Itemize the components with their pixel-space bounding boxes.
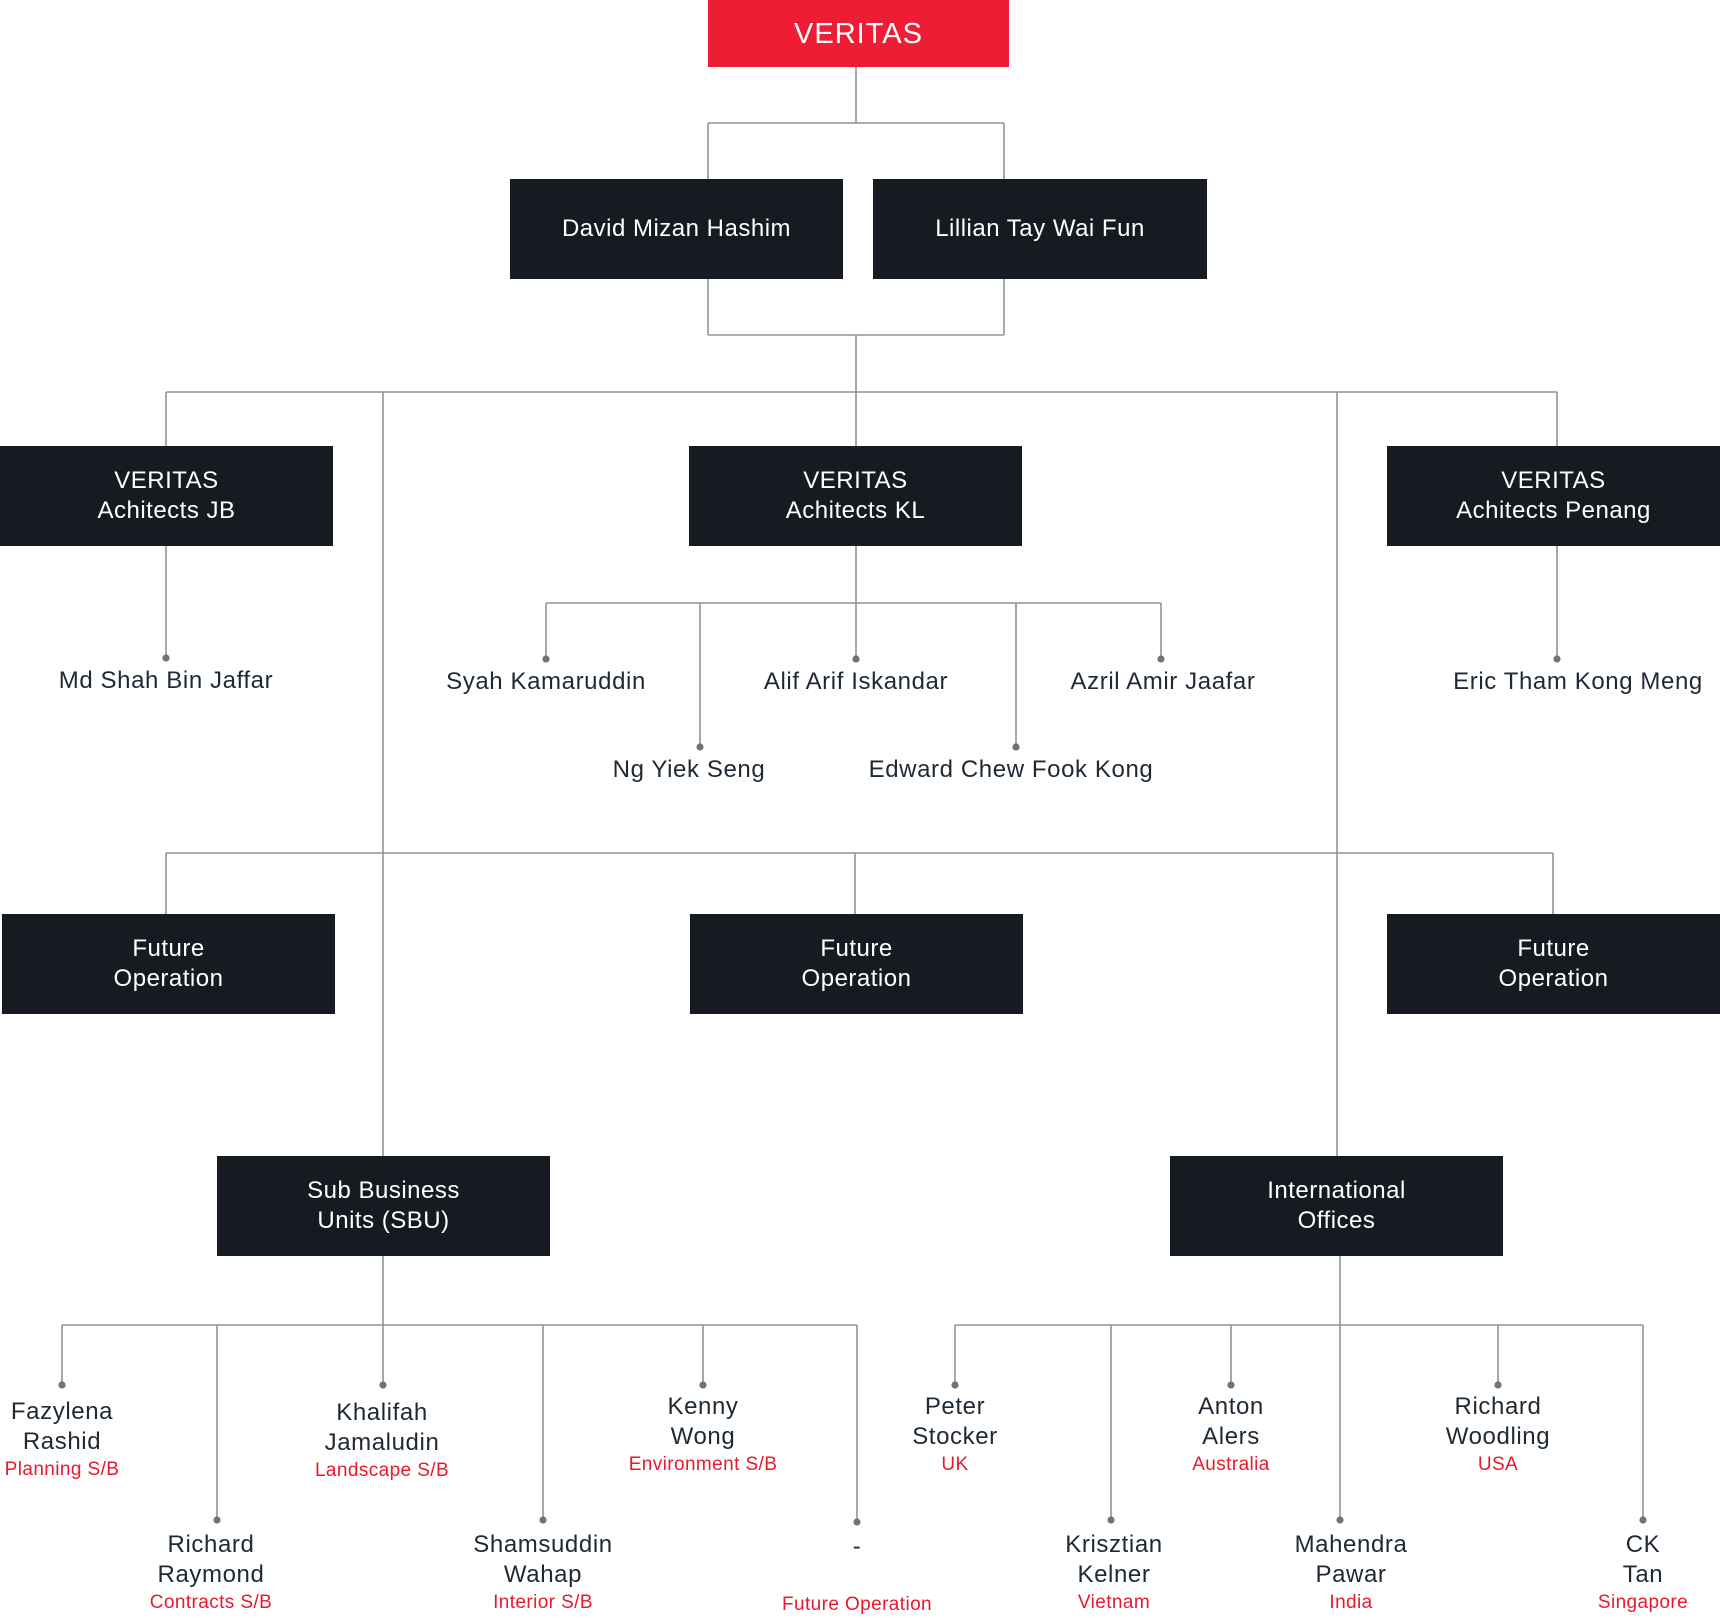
intl-member-4: Richard Woodling USA bbox=[1445, 1393, 1551, 1475]
office-line2: Achitects Penang bbox=[1456, 497, 1651, 524]
office-line2: Achitects JB bbox=[97, 497, 236, 524]
intl-member-3: Mahendra Pawar India bbox=[1294, 1531, 1408, 1613]
office-box-kl: VERITAS Achitects KL bbox=[689, 446, 1022, 546]
connector-dot bbox=[539, 1516, 547, 1524]
connector-dot bbox=[696, 743, 704, 751]
intl-member-1: Krisztian Kelner Vietnam bbox=[1065, 1531, 1163, 1613]
person-kl-1: Ng Yiek Seng bbox=[612, 756, 766, 783]
office-line1: VERITAS bbox=[803, 467, 908, 494]
sbu-member-1: Richard Raymond Contracts S/B bbox=[149, 1531, 273, 1613]
connector-dot bbox=[542, 655, 550, 663]
sbu-member-3: Shamsuddin Wahap Interior S/B bbox=[473, 1531, 613, 1613]
connector-dot bbox=[1107, 1516, 1115, 1524]
connector-dot bbox=[951, 1381, 959, 1389]
person-jb-0: Md Shah Bin Jaffar bbox=[58, 667, 274, 694]
office-box-jb: VERITAS Achitects JB bbox=[0, 446, 333, 546]
office-line2: Achitects KL bbox=[785, 497, 926, 524]
intl-box: International Offices bbox=[1170, 1156, 1503, 1256]
connector-dot bbox=[699, 1381, 707, 1389]
connector-dot bbox=[379, 1381, 387, 1389]
person-kl-4: Azril Amir Jaafar bbox=[1070, 668, 1256, 695]
sbu-box: Sub Business Units (SBU) bbox=[217, 1156, 550, 1256]
office-box-penang: VERITAS Achitects Penang bbox=[1387, 446, 1720, 546]
future-box-right: Future Operation bbox=[1387, 914, 1720, 1014]
person-penang-0: Eric Tham Kong Meng bbox=[1453, 668, 1703, 695]
connector-dot bbox=[58, 1381, 66, 1389]
connector-dot bbox=[1227, 1381, 1235, 1389]
root-label: VERITAS bbox=[794, 17, 923, 50]
sbu-member-0: Fazylena Rashid Planning S/B bbox=[4, 1398, 120, 1480]
intl-member-0: Peter Stocker UK bbox=[912, 1393, 998, 1475]
intl-member-2: Anton Alers Australia bbox=[1192, 1393, 1270, 1475]
connector-dot bbox=[213, 1516, 221, 1524]
root-box: VERITAS bbox=[708, 0, 1009, 67]
connector-dot bbox=[853, 1518, 861, 1526]
director-name: David Mizan Hashim bbox=[561, 215, 792, 242]
future-box-center: Future Operation bbox=[690, 914, 1023, 1014]
director-box-david: David Mizan Hashim bbox=[510, 179, 843, 279]
connector-dot bbox=[1639, 1516, 1647, 1524]
person-kl-0: Syah Kamaruddin bbox=[446, 668, 646, 695]
director-name: Lillian Tay Wai Fun bbox=[935, 215, 1145, 242]
future-box-left: Future Operation bbox=[2, 914, 335, 1014]
connector-dot bbox=[1157, 655, 1165, 663]
connector-dot bbox=[162, 654, 170, 662]
connector-dot bbox=[1553, 655, 1561, 663]
intl-member-5: CK Tan Singapore bbox=[1597, 1531, 1689, 1613]
connector-dot bbox=[852, 655, 860, 663]
person-kl-3: Edward Chew Fook Kong bbox=[868, 756, 1154, 783]
connector-dot bbox=[1336, 1516, 1344, 1524]
sbu-member-5: - Future Operation bbox=[781, 1533, 933, 1615]
office-line1: VERITAS bbox=[114, 467, 219, 494]
sbu-member-2: Khalifah Jamaludin Landscape S/B bbox=[314, 1399, 450, 1481]
office-line1: VERITAS bbox=[1501, 467, 1606, 494]
sbu-member-4: Kenny Wong Environment S/B bbox=[628, 1393, 778, 1475]
director-box-lillian: Lillian Tay Wai Fun bbox=[873, 179, 1207, 279]
person-kl-2: Alif Arif Iskandar bbox=[763, 668, 949, 695]
connector-dot bbox=[1494, 1381, 1502, 1389]
connector-dot bbox=[1012, 743, 1020, 751]
